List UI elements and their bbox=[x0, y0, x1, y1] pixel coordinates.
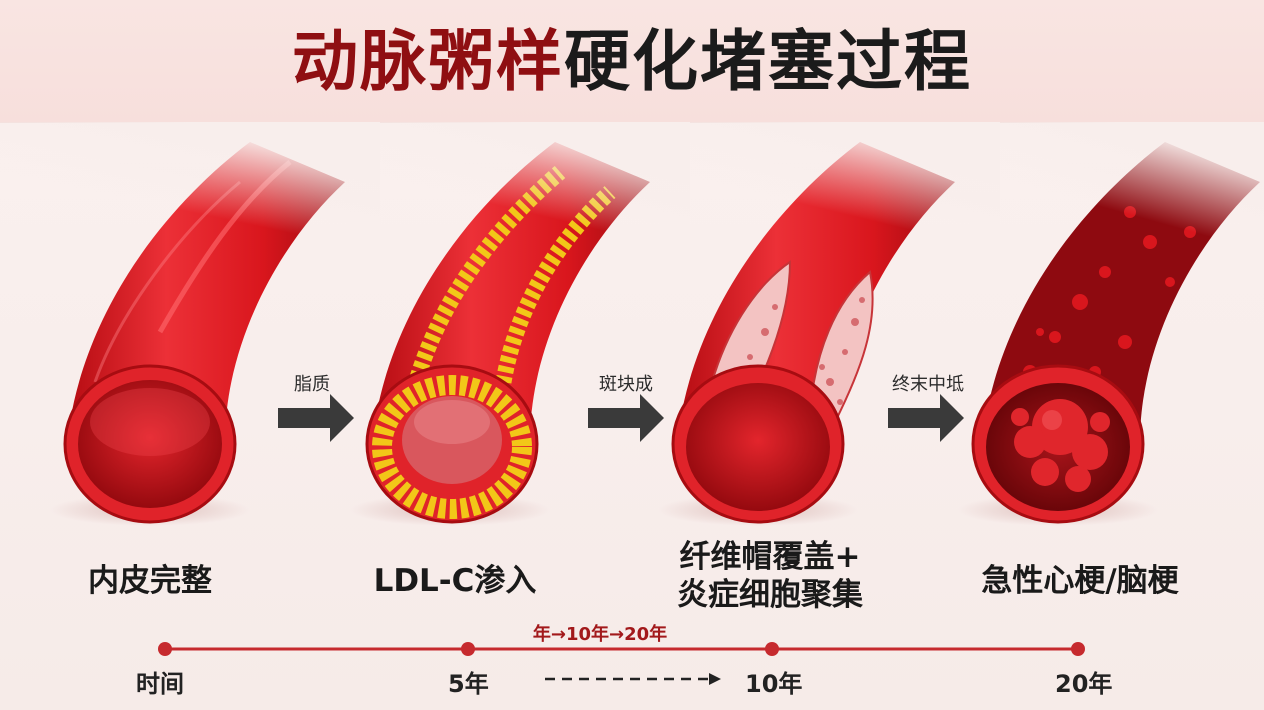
timeline-tick-5: 5年 bbox=[448, 670, 489, 698]
timeline-tick-10: 10年 bbox=[745, 670, 803, 698]
artery-fibrous-cap bbox=[658, 122, 1000, 526]
timeline-point-10 bbox=[765, 642, 779, 656]
timeline-note: 年→10年→20年 bbox=[532, 624, 668, 645]
arrow-label-terminal: 终末中坻 bbox=[892, 374, 964, 395]
timeline-track bbox=[158, 642, 1085, 656]
timeline-point-start bbox=[158, 642, 172, 656]
artery-occluded bbox=[958, 122, 1264, 526]
stage-label-healthy: 内皮完整 bbox=[88, 563, 212, 599]
timeline-point-20 bbox=[1071, 642, 1085, 656]
artery-healthy bbox=[0, 122, 380, 526]
artery-ldl-infiltration bbox=[350, 122, 690, 526]
right-arrow-icon bbox=[588, 394, 664, 442]
dashed-arrow-icon bbox=[545, 673, 721, 685]
stage-label-ldl: LDL-C渗入 bbox=[373, 563, 537, 599]
stage-label-infarction: 急性心梗/脑梗 bbox=[981, 563, 1179, 599]
timeline-point-5 bbox=[461, 642, 475, 656]
page-title: 动脉粥样硬化堵塞过程 bbox=[0, 20, 1264, 104]
artery-illustration bbox=[0, 122, 1264, 526]
stage-label-fibrous-line1: 纤维帽覆盖+ bbox=[679, 539, 861, 575]
timeline: 年→10年→20年 时间 5年 10年 20年 bbox=[0, 600, 1264, 710]
arrow-label-lipid: 脂质 bbox=[294, 374, 330, 395]
right-arrow-icon bbox=[278, 394, 354, 442]
title-accent: 动脉粥样 bbox=[292, 23, 564, 100]
right-arrow-icon bbox=[888, 394, 964, 442]
title-main: 硬化堵塞过程 bbox=[564, 23, 972, 100]
stage-label-fibrous: 纤维帽覆盖+ 炎症细胞聚集 bbox=[640, 538, 900, 614]
timeline-tick-20: 20年 bbox=[1055, 670, 1113, 698]
stage-label-fibrous-line2: 炎症细胞聚集 bbox=[677, 577, 863, 613]
arrow-label-plaque: 斑块成 bbox=[599, 374, 653, 395]
timeline-start-label: 时间 bbox=[136, 670, 184, 698]
header-banner bbox=[0, 0, 1264, 123]
